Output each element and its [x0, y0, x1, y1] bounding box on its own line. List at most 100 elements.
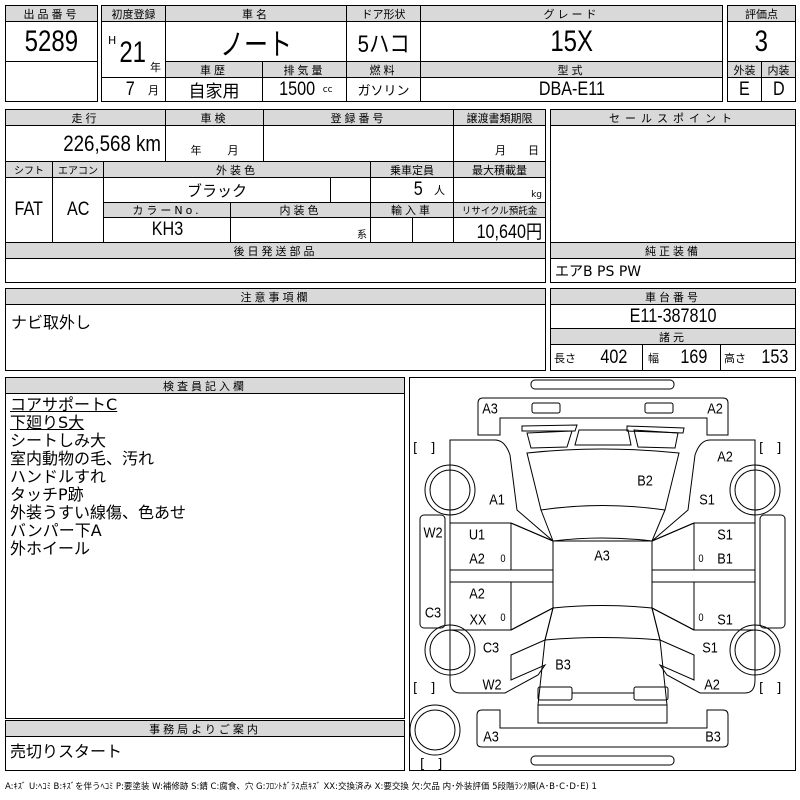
sales-point [550, 125, 796, 243]
car-outline-icon [409, 379, 786, 766]
displacement-unit: cc [322, 84, 333, 95]
int-score-header: 内装 [761, 61, 796, 78]
grade-value: 15X [550, 24, 593, 58]
inspection-year-unit: 年 [190, 144, 202, 157]
damage-code: A3 [594, 547, 610, 565]
office-note: 売切りスタート [5, 736, 405, 771]
ext-color-header: 外装色 [103, 161, 371, 178]
inspection: 年月 [165, 125, 264, 162]
damage-code: B2 [637, 472, 653, 490]
fuel-value: ガソリン [357, 84, 410, 99]
door: 5ハコ [346, 21, 421, 62]
capacity-unit: 人 [434, 184, 445, 197]
caution: ナビ取外し [5, 304, 546, 371]
reg-year: 21 [119, 36, 147, 69]
damage-code: XX [469, 611, 487, 629]
damage-code: A3 [483, 728, 499, 746]
reg-number-header: 登録番号 [263, 109, 454, 126]
width-value: 169 [680, 346, 708, 368]
shift: FAT [5, 177, 53, 243]
damage-diagram: [ ] [ ] [ ] [ ] [ ] A3 A2 A2 B2 A1 S1 W2… [405, 375, 800, 772]
car-name-value: ノート [220, 28, 292, 62]
damage-code: B1 [717, 550, 733, 568]
damage-code: 0 [698, 612, 704, 624]
max-load-header: 最大積載量 [453, 161, 546, 178]
transfer-day-unit: 日 [528, 144, 539, 157]
ext-color-extra [330, 177, 371, 203]
year-unit: 年 [150, 61, 161, 74]
damage-code: S1 [717, 526, 733, 544]
displacement-header: 排気量 [262, 61, 347, 78]
displacement: 1500 cc [262, 77, 347, 102]
damage-diagram-frame [409, 377, 796, 771]
import-a [370, 217, 413, 243]
mileage-value: 226,568 km [63, 130, 161, 156]
capacity-value: 5 [414, 179, 424, 200]
office-value: 売切りスタート [10, 742, 123, 761]
damage-code: A2 [469, 550, 485, 568]
damage-code: U1 [468, 526, 486, 544]
chassis: E11-387810 [550, 304, 796, 329]
ext-color-value: ブラック [186, 181, 247, 200]
int-score: D [761, 77, 796, 102]
fuel: ガソリン [346, 77, 421, 102]
history-header: 車歴 [165, 61, 263, 78]
damage-code: W2 [423, 524, 443, 542]
note-item: シートしみ大 [10, 431, 107, 450]
bracket-spare: [ ] [420, 757, 447, 772]
transfer-header: 譲渡書類期限 [453, 109, 546, 126]
score-header: 評価点 [727, 5, 796, 22]
chassis-header: 車台番号 [550, 288, 796, 305]
int-color-header: 内装色 [230, 202, 371, 218]
first-reg-year: H 21 年 [101, 21, 166, 78]
specs-header: 諸元 [550, 328, 796, 345]
office-header: 事務局よりご案内 [5, 720, 405, 737]
damage-code: S1 [717, 611, 733, 629]
height-label: 高さ [724, 351, 746, 365]
equipment-header: 純正装備 [550, 242, 796, 259]
displacement-value: 1500 [279, 78, 316, 100]
score-value: 3 [754, 24, 769, 58]
history: 自家用 [165, 77, 263, 102]
ac-value: AC [66, 199, 90, 220]
ext-score: E [727, 77, 762, 102]
spec-width: 幅 169 [642, 344, 721, 371]
ext-color: ブラック [103, 177, 331, 203]
color-no: KH3 [103, 217, 231, 243]
int-color-unit: 系 [357, 230, 367, 241]
damage-code: B3 [555, 656, 571, 674]
lot-number: 5289 [5, 21, 98, 62]
damage-code: C3 [482, 639, 500, 657]
int-color: 系 [230, 217, 371, 243]
note-item: タッチP跡 [10, 485, 84, 504]
door-value: 5ハコ [357, 31, 410, 58]
car-name-header: 車名 [165, 5, 347, 22]
bracket-rear-right: [ ] [759, 681, 786, 696]
car-name: ノート [165, 21, 347, 62]
later-parts-header: 後日発送部品 [5, 242, 546, 259]
ac: AC [52, 177, 104, 243]
mileage: 226,568 km [5, 125, 166, 162]
import-b [412, 217, 454, 243]
sales-point-header: セールスポイント [550, 109, 796, 126]
color-no-header: カラーNo. [103, 202, 231, 218]
reg-month: 7 [126, 78, 136, 100]
damage-code: S1 [702, 639, 718, 657]
damage-code: W2 [482, 676, 502, 694]
ext-score-header: 外装 [727, 61, 762, 78]
width-label: 幅 [648, 351, 659, 365]
bracket-front-right: [ ] [759, 441, 786, 456]
shift-value: FAT [14, 199, 44, 220]
damage-code: 0 [500, 612, 506, 624]
damage-code: A3 [482, 400, 498, 418]
damage-code: S1 [699, 491, 715, 509]
length-value: 402 [600, 346, 628, 368]
shift-header: シフト [5, 161, 53, 178]
damage-code: 0 [500, 553, 506, 565]
inspector-header: 検査員記入欄 [5, 377, 405, 394]
inspection-month-unit: 月 [227, 144, 239, 157]
recycle: 10,640円 [453, 217, 546, 243]
